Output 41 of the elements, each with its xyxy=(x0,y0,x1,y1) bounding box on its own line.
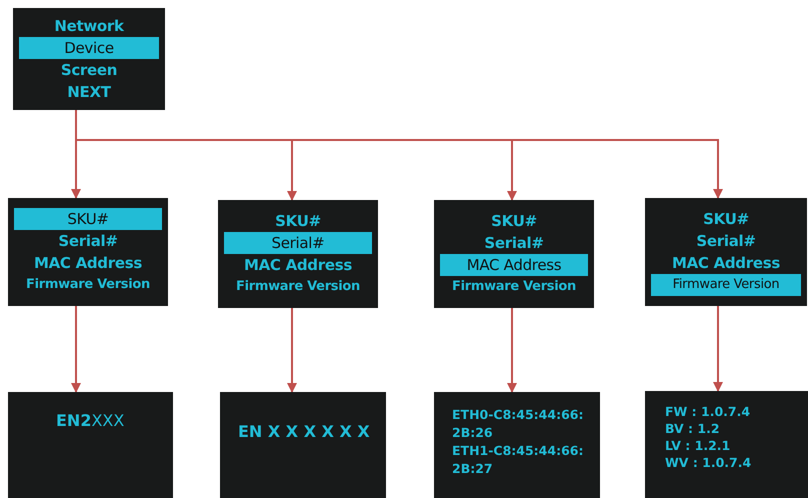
menu-item: Network xyxy=(53,16,125,37)
menu-item: MAC Address xyxy=(671,253,781,274)
menu-item: MAC Address xyxy=(33,253,143,274)
menu-screen xyxy=(645,198,807,306)
menu-screen xyxy=(434,200,594,308)
selected-menu-item: Device xyxy=(19,37,159,59)
menu-item: Firmware Version xyxy=(25,276,151,294)
display-text: WV : 1.0.7.4 xyxy=(665,454,752,471)
menu-item: Firmware Version xyxy=(451,278,577,296)
selected-menu-item: Firmware Version xyxy=(651,274,801,296)
display-screen xyxy=(220,392,386,498)
display-text: EN X X X X X X xyxy=(238,421,371,443)
menu-item: SKU# xyxy=(702,209,750,230)
menu-item: SKU# xyxy=(274,211,322,232)
menu-screen xyxy=(8,198,168,306)
menu-item: Serial# xyxy=(483,233,545,254)
selected-menu-item: Serial# xyxy=(224,232,372,254)
menu-screen xyxy=(13,8,165,110)
display-text: ETH1-C8:45:44:66: 2B:27 xyxy=(452,442,584,478)
display-text: FW : 1.0.7.4 xyxy=(665,403,752,420)
display-screen xyxy=(645,391,808,498)
menu-item: Firmware Version xyxy=(235,278,361,296)
menu-item: NEXT xyxy=(66,82,112,103)
arrow xyxy=(713,306,723,392)
arrow xyxy=(507,308,517,393)
display-screen xyxy=(434,392,600,498)
menu-item: SKU# xyxy=(490,211,538,232)
menu-screen xyxy=(218,200,378,308)
display-text: LV : 1.2.1 xyxy=(665,437,732,454)
arrow xyxy=(287,308,297,393)
arrow xyxy=(71,306,81,393)
menu-item: MAC Address xyxy=(243,255,353,276)
menu-item: Screen xyxy=(60,60,118,81)
menu-item: Serial# xyxy=(57,231,119,252)
display-text: ETH0-C8:45:44:66: 2B:26 xyxy=(452,406,584,442)
display-text: EN2XXX xyxy=(56,410,126,432)
selected-menu-item: SKU# xyxy=(14,208,162,230)
display-screen xyxy=(8,392,173,498)
selected-menu-item: MAC Address xyxy=(440,254,588,276)
display-text: BV : 1.2 xyxy=(665,420,721,437)
menu-item: Serial# xyxy=(695,231,757,252)
